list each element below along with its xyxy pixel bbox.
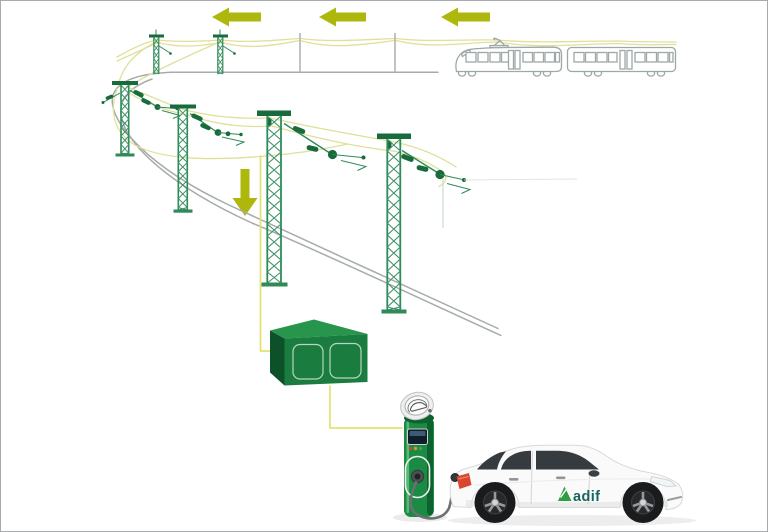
transformer-door xyxy=(292,343,324,380)
left-arrow-icon xyxy=(319,7,366,27)
adif-logo: adif xyxy=(558,486,600,505)
left-arrow-icon xyxy=(441,7,490,27)
background-mast-1 xyxy=(149,29,172,75)
car-glass xyxy=(477,450,599,470)
side-mirror xyxy=(588,470,600,477)
catenary-mast-3 xyxy=(257,110,368,287)
left-arrow-icon xyxy=(212,7,261,27)
cantilever-arm xyxy=(101,89,182,119)
charger-port-panel xyxy=(404,455,431,499)
cantilever-arm xyxy=(189,112,246,146)
rear-wheel xyxy=(474,482,516,523)
cantilever-arm xyxy=(401,149,578,228)
transformer-front-face xyxy=(284,334,368,386)
transformer-box xyxy=(270,319,368,386)
transformer-top-face xyxy=(270,319,368,339)
transformer-door xyxy=(329,342,362,379)
train-car2-windows xyxy=(573,49,674,70)
background-mast-2 xyxy=(213,29,236,75)
car-brand-label: adif xyxy=(573,489,600,505)
catenary-mast-4 xyxy=(377,133,578,314)
catenary-mast-1 xyxy=(101,81,182,157)
status-leds xyxy=(408,446,423,451)
door-handle xyxy=(556,476,566,480)
car-rocker-shading xyxy=(466,500,668,507)
catenary-mast-2 xyxy=(170,104,246,213)
cantilever-arm xyxy=(283,122,368,171)
flow-arrows xyxy=(212,7,490,216)
train-car1-windows xyxy=(465,49,561,70)
train xyxy=(455,37,677,77)
ev-sign-icon xyxy=(400,391,434,421)
front-wheel xyxy=(622,482,664,523)
feeder-to-transformer xyxy=(259,155,272,352)
door-handle xyxy=(509,478,519,481)
electric-car: adif xyxy=(449,444,684,523)
transformer-side-face xyxy=(270,330,285,386)
ev-charging-station xyxy=(400,391,434,517)
feeder-cables xyxy=(259,155,403,429)
headlight xyxy=(649,476,677,487)
background-poles xyxy=(299,33,396,72)
down-arrow-icon xyxy=(232,169,258,216)
feeder-to-charger xyxy=(329,385,403,429)
